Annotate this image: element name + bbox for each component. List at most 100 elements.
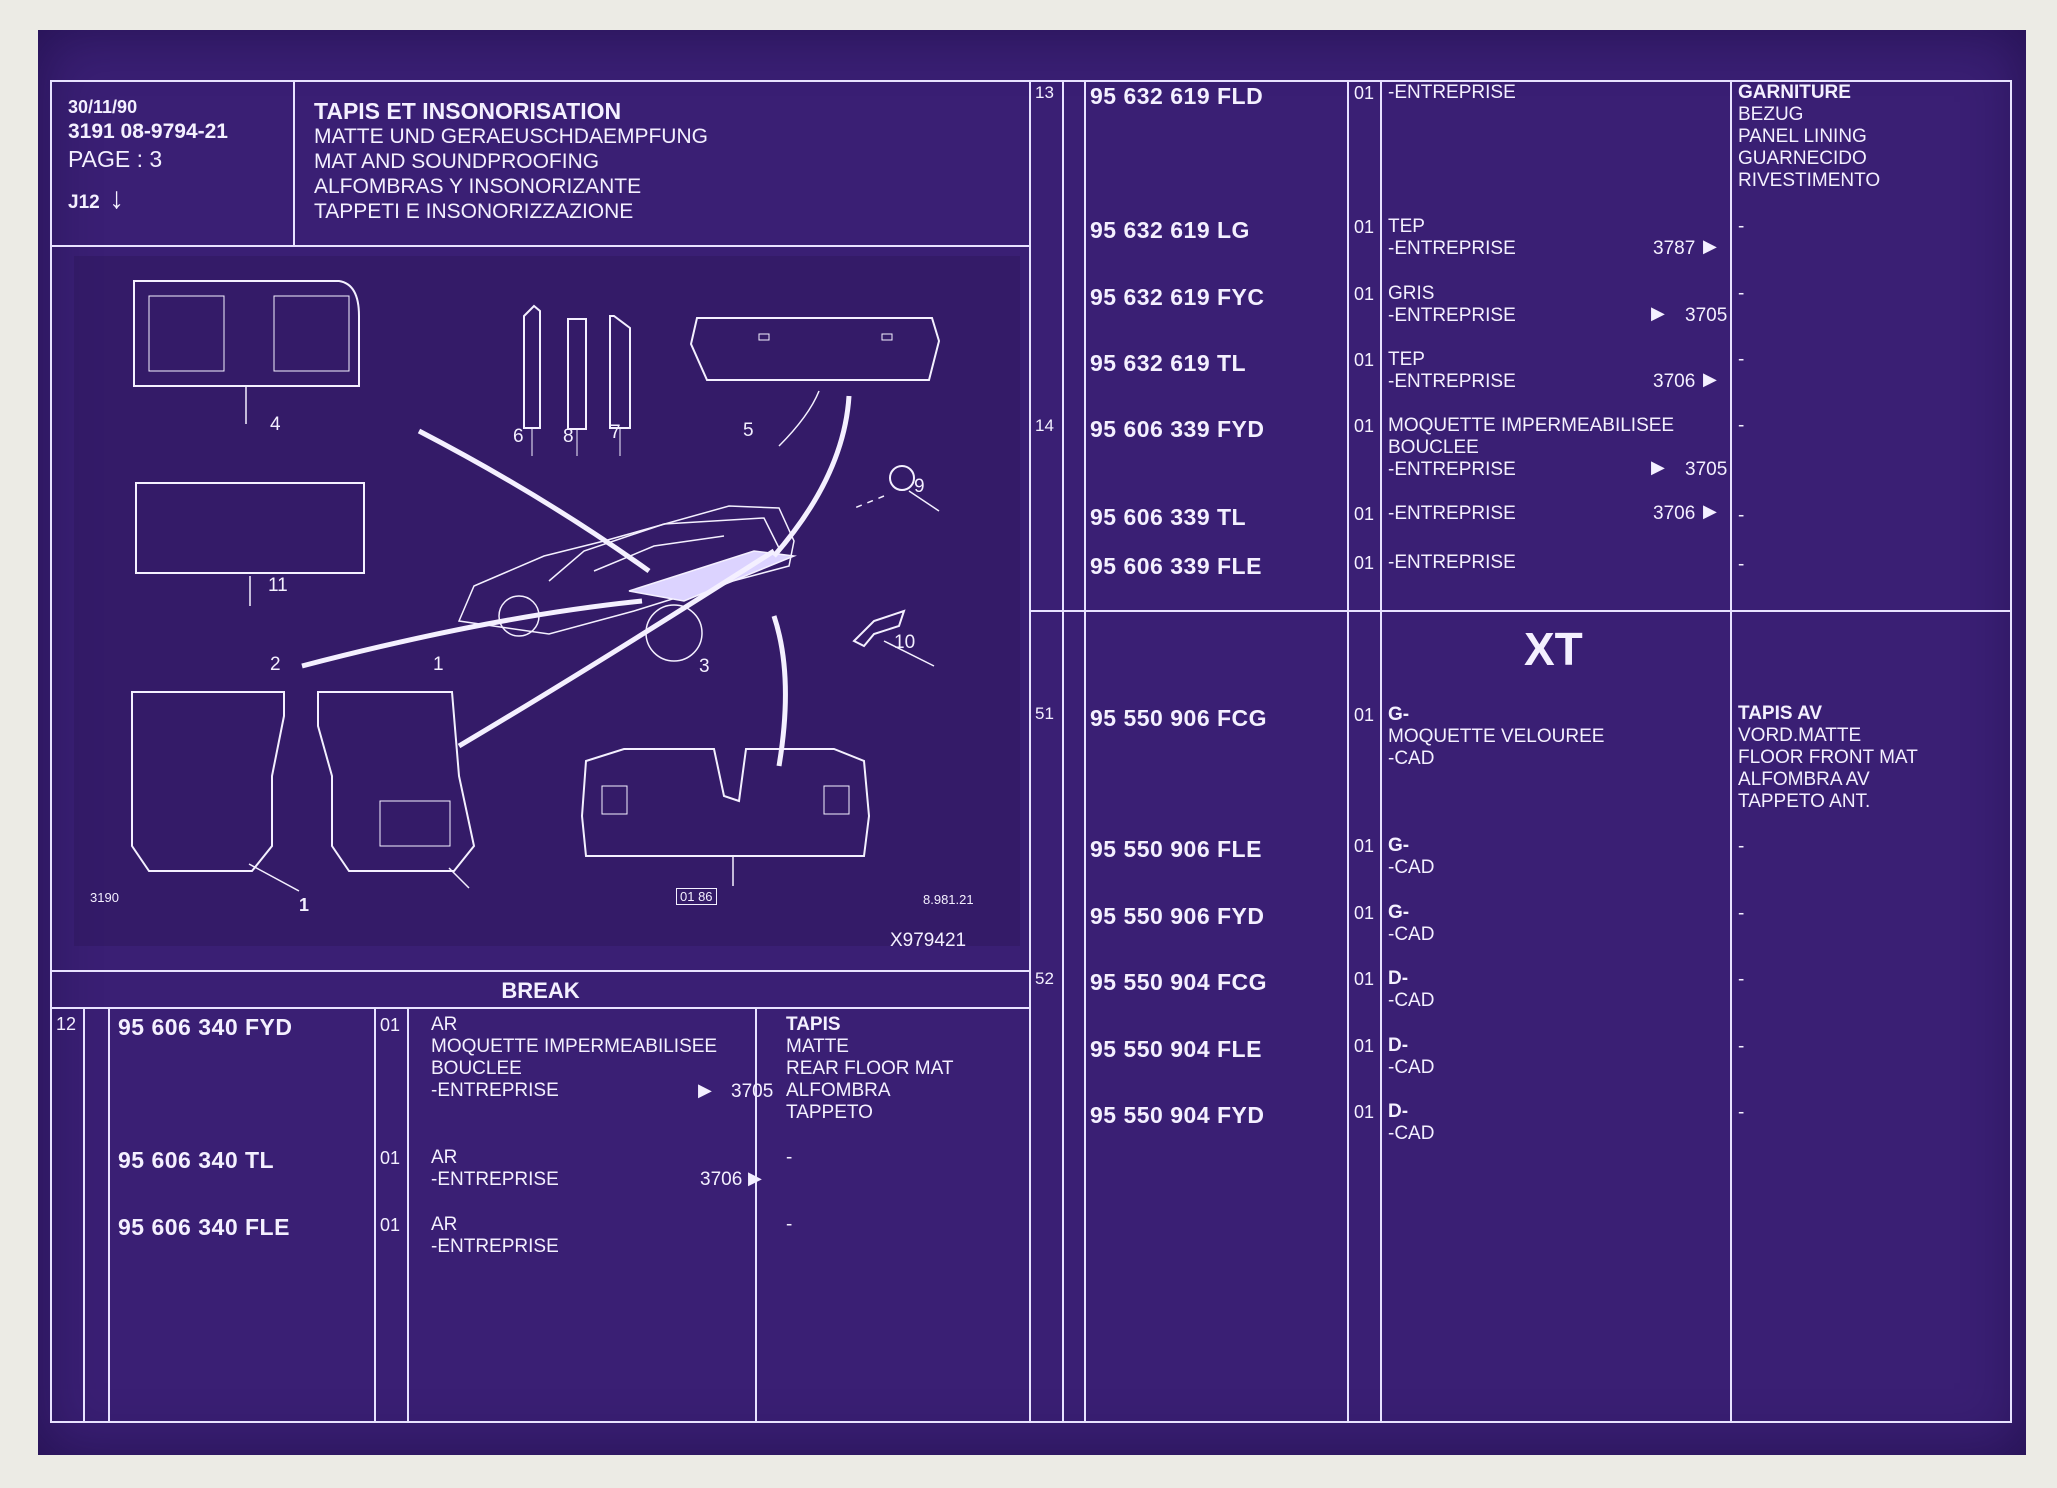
break-text-2a: AR bbox=[431, 1147, 458, 1168]
break-text-1d: -ENTREPRISE bbox=[431, 1080, 559, 1101]
part-2-shape bbox=[131, 691, 285, 872]
play-arrow-icon: ▶ bbox=[1651, 303, 1665, 323]
xt-text-1c: -CAD bbox=[1388, 748, 1435, 769]
qty-r6: 01 bbox=[1354, 504, 1375, 524]
break-desc-row-3: - bbox=[786, 1214, 793, 1235]
callout-9-label: 9 bbox=[914, 476, 925, 497]
xt-text-2b: -CAD bbox=[1388, 857, 1435, 878]
desc51-3: FLOOR FRONT MAT bbox=[1738, 747, 1918, 768]
break-desc-3: REAR FLOOR MAT bbox=[786, 1058, 954, 1079]
break-text-3a: AR bbox=[431, 1214, 458, 1235]
break-item-number: 12 bbox=[56, 1014, 77, 1034]
part-6-shape bbox=[523, 304, 541, 429]
text-r3b: -ENTREPRISE bbox=[1388, 305, 1516, 326]
ref-r3: 3705 bbox=[1685, 305, 1728, 326]
text-r7a: -ENTREPRISE bbox=[1388, 552, 1516, 573]
text-r6a: -ENTREPRISE bbox=[1388, 503, 1516, 524]
qty-r4: 01 bbox=[1354, 350, 1375, 370]
break-qty-2: 01 bbox=[380, 1148, 401, 1168]
text-r2a: TEP bbox=[1388, 216, 1425, 237]
desc-r3: - bbox=[1738, 283, 1745, 304]
break-text-2b: -ENTREPRISE bbox=[431, 1169, 559, 1190]
part-9-shape bbox=[889, 465, 915, 491]
callout-10-label: 10 bbox=[894, 632, 916, 653]
desc51-4: ALFOMBRA AV bbox=[1738, 769, 1870, 790]
callout-6-label: 6 bbox=[513, 426, 524, 447]
xt-text-1b: MOQUETTE VELOUREE bbox=[1388, 726, 1605, 747]
break-text-3b: -ENTREPRISE bbox=[431, 1236, 559, 1257]
xt-desc-4: - bbox=[1738, 969, 1745, 990]
xt-qty-6: 01 bbox=[1354, 1102, 1375, 1122]
text-r1a: -ENTREPRISE bbox=[1388, 82, 1516, 103]
xt-text-3a: G- bbox=[1388, 902, 1410, 923]
part-10-shape bbox=[852, 609, 906, 648]
qty-r2: 01 bbox=[1354, 217, 1375, 237]
xt-desc-6: - bbox=[1738, 1102, 1745, 1123]
desc51-5: TAPPETO ANT. bbox=[1738, 791, 1871, 812]
part-95550904FYD: 95 550 904 FYD bbox=[1090, 1102, 1265, 1128]
text-r5a: MOQUETTE IMPERMEABILISEE bbox=[1388, 415, 1675, 436]
part-95632619FLD: 95 632 619 FLD bbox=[1090, 83, 1264, 109]
part-5-shape bbox=[689, 317, 941, 381]
xt-desc-5: - bbox=[1738, 1036, 1745, 1057]
arrow-down-icon: ↓ bbox=[109, 182, 124, 215]
qty-r5: 01 bbox=[1354, 416, 1375, 436]
desc-r7: - bbox=[1738, 554, 1745, 575]
part-95606339TL: 95 606 339 TL bbox=[1090, 504, 1247, 530]
part-95550906FLE: 95 550 906 FLE bbox=[1090, 836, 1262, 862]
ref-r5: 3705 bbox=[1685, 459, 1728, 480]
part-4-shape bbox=[133, 280, 360, 387]
table-grid bbox=[50, 80, 2012, 1423]
title-en: MAT AND SOUNDPROOFING bbox=[314, 150, 600, 173]
play-arrow-icon: ▶ bbox=[698, 1080, 712, 1100]
qty-r3: 01 bbox=[1354, 284, 1375, 304]
break-part-3: 95 606 340 FLE bbox=[118, 1214, 290, 1240]
xt-text-4a: D- bbox=[1388, 968, 1409, 989]
doc-date: 30/11/90 bbox=[68, 97, 138, 117]
break-ref-2: 3706 bbox=[700, 1169, 743, 1190]
play-arrow-icon: ▶ bbox=[1703, 236, 1717, 256]
diagram-code-right: 8.981.21 bbox=[923, 892, 974, 907]
xt-text-1a: G- bbox=[1388, 704, 1410, 725]
xt-desc-3: - bbox=[1738, 903, 1745, 924]
diagram-reference: X979421 bbox=[890, 930, 967, 951]
xt-qty-2: 01 bbox=[1354, 836, 1375, 856]
text-r4a: TEP bbox=[1388, 349, 1425, 370]
ref-r2: 3787 bbox=[1653, 238, 1696, 259]
xt-text-2a: G- bbox=[1388, 835, 1410, 856]
part-95606339FYD: 95 606 339 FYD bbox=[1090, 416, 1265, 442]
break-text-1c: BOUCLEE bbox=[431, 1058, 522, 1079]
part-95632619LG: 95 632 619 LG bbox=[1090, 217, 1250, 243]
part-95550906FYD: 95 550 906 FYD bbox=[1090, 903, 1265, 929]
part-95550904FLE: 95 550 904 FLE bbox=[1090, 1036, 1262, 1062]
break-heading: BREAK bbox=[501, 978, 580, 1003]
desc13-3: PANEL LINING bbox=[1738, 126, 1867, 147]
parts-diagram: 1 2 bbox=[74, 256, 1020, 946]
callout-7-label: 7 bbox=[610, 422, 621, 443]
break-desc-1: TAPIS bbox=[786, 1014, 841, 1035]
group-code: J12 bbox=[68, 192, 100, 213]
part-95632619FYC: 95 632 619 FYC bbox=[1090, 284, 1265, 310]
item-51-number: 51 bbox=[1035, 704, 1054, 723]
callout-2-label: 2 bbox=[270, 654, 281, 675]
play-arrow-icon: ▶ bbox=[1703, 369, 1717, 389]
xt-text-6b: -CAD bbox=[1388, 1123, 1435, 1144]
xt-qty-3: 01 bbox=[1354, 903, 1375, 923]
part-1-shape bbox=[317, 691, 476, 872]
page-number: PAGE : 3 bbox=[68, 146, 163, 172]
part-11-shape bbox=[135, 482, 365, 574]
part-95550906FCG: 95 550 906 FCG bbox=[1090, 705, 1268, 731]
callout-11-label: 11 bbox=[268, 575, 288, 596]
desc13-1: GARNITURE bbox=[1738, 82, 1851, 103]
callout-3-label: 3 bbox=[699, 656, 710, 677]
diagram-code-left: 3190 bbox=[90, 890, 119, 905]
break-text-1b: MOQUETTE IMPERMEABILISEE bbox=[431, 1036, 718, 1057]
xt-text-3b: -CAD bbox=[1388, 924, 1435, 945]
part-3-shape bbox=[580, 748, 871, 857]
break-qty-3: 01 bbox=[380, 1215, 401, 1235]
xt-qty-5: 01 bbox=[1354, 1036, 1375, 1056]
ref-r6: 3706 bbox=[1653, 503, 1696, 524]
xt-text-4b: -CAD bbox=[1388, 990, 1435, 1011]
xt-text-6a: D- bbox=[1388, 1101, 1409, 1122]
desc51-1: TAPIS AV bbox=[1738, 703, 1823, 724]
